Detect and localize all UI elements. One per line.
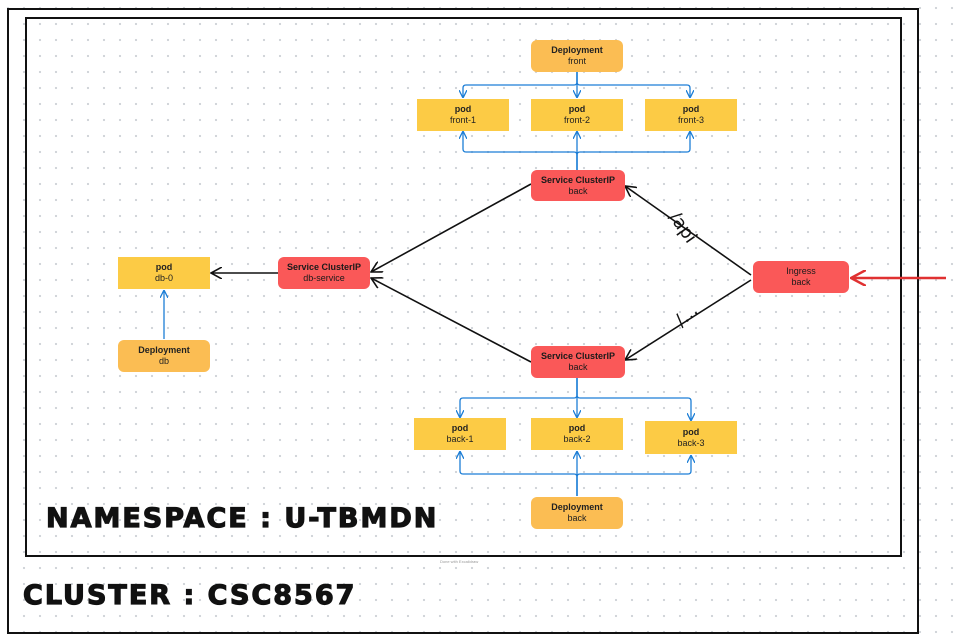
deployment-back: Deployment back [531,497,623,529]
node-subtitle: back-2 [563,434,591,444]
node-subtitle: back-3 [677,437,705,448]
pod-back-1: pod back-1 [414,418,506,450]
deployment-front: Deployment front [531,40,623,72]
node-title: Deployment [551,45,603,56]
node-subtitle: db-service [303,273,345,283]
deploy-front-edges [463,72,690,97]
namespace-label: NAMESPACE : U-TBMDN [45,502,439,534]
node-title: Ingress [786,266,816,277]
pod-front-1: pod front-1 [417,99,509,131]
ingress-back: Ingress back [753,261,849,293]
node-subtitle: back-1 [446,434,474,444]
node-title: pod [155,262,173,273]
deployment-db: Deployment db [118,340,210,372]
service-back-top: Service ClusterIP back [531,170,625,201]
svc-front-edges [463,132,690,170]
node-subtitle: front [567,56,586,66]
service-edges [211,183,752,363]
node-title: Service ClusterIP [286,262,362,273]
node-subtitle: back [567,513,587,523]
pod-front-3: pod front-3 [645,99,737,131]
node-subtitle: back [568,362,588,372]
pod-db-0: pod db-0 [118,257,210,289]
node-title: pod [682,426,700,437]
node-title: Service ClusterIP [540,174,616,185]
cluster-label: CLUSTER : CSC8567 [22,579,357,611]
node-title: pod [682,104,700,115]
pod-back-2: pod back-2 [531,418,623,450]
node-title: Deployment [138,345,190,356]
node-subtitle: db-0 [154,273,173,283]
node-subtitle: front-1 [449,115,476,125]
node-title: pod [454,104,472,115]
node-title: pod [568,423,586,434]
node-subtitle: front-2 [563,115,590,125]
namespace-frame [25,17,902,557]
cluster-frame [7,8,919,634]
service-db: Service ClusterIP db-service [278,257,370,289]
pod-back-3: pod back-3 [645,421,737,454]
node-subtitle: back [791,277,811,287]
service-back-bottom: Service ClusterIP back [531,346,625,378]
svc-back-edges [460,378,691,420]
node-title: pod [568,104,586,115]
deploy-back-edges [460,452,691,496]
node-subtitle: front-3 [677,115,704,125]
pod-front-2: pod front-2 [531,99,623,131]
node-title: Service ClusterIP [540,351,616,362]
node-title: Deployment [551,502,603,513]
node-subtitle: back [568,185,588,196]
watermark-text: Done with Excalidraw [440,559,479,564]
node-title: pod [451,423,469,434]
node-subtitle: db [158,356,169,366]
